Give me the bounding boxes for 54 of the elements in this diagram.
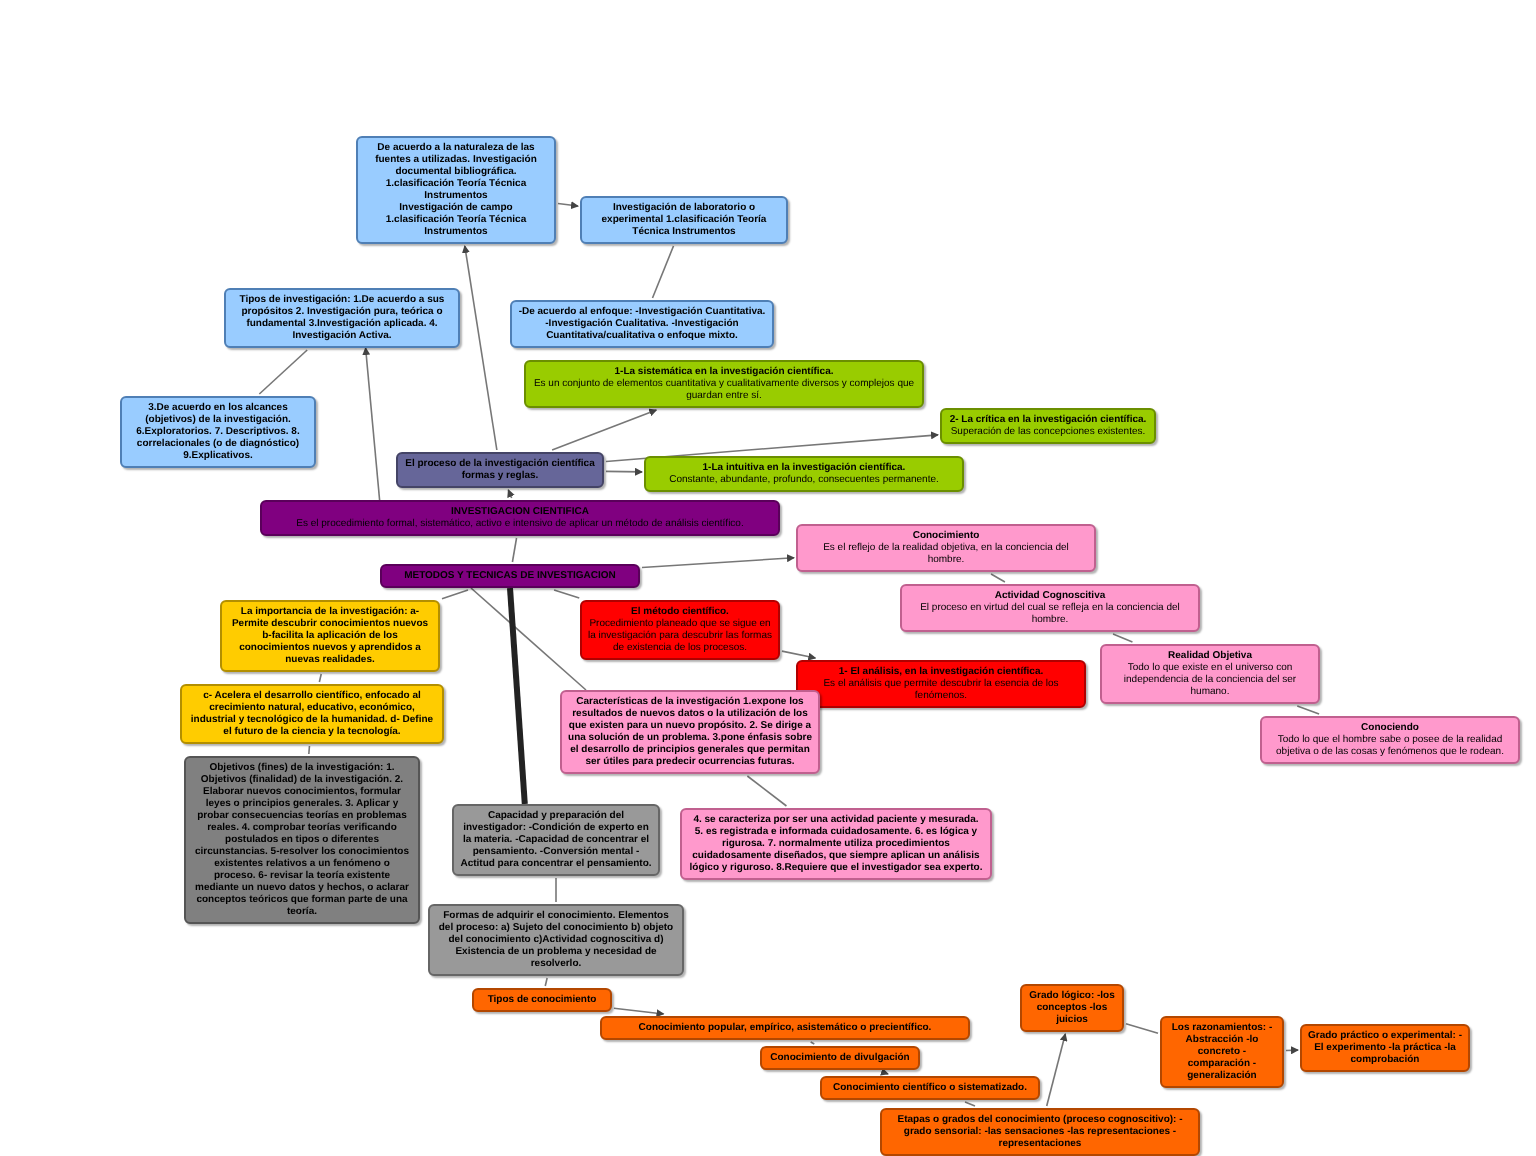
arrow	[507, 489, 515, 499]
arrow	[641, 554, 795, 569]
topic-box	[396, 452, 604, 488]
topic-box	[120, 396, 316, 468]
topic-box	[760, 1046, 920, 1070]
arrow	[557, 201, 579, 210]
topic-box	[356, 136, 556, 244]
arrow	[605, 467, 643, 476]
arrow	[362, 347, 381, 501]
topic-box	[940, 408, 1156, 444]
connector-line	[746, 775, 788, 807]
arrow	[781, 650, 817, 661]
connector-line	[1125, 1023, 1159, 1035]
topic-box	[600, 1016, 970, 1040]
topic-box	[1260, 716, 1520, 764]
arrow	[1285, 1046, 1299, 1055]
topic-box	[472, 988, 612, 1012]
topic-box	[510, 300, 774, 348]
arrow	[461, 245, 498, 451]
topic-box	[580, 196, 788, 244]
arrow	[880, 1068, 889, 1076]
arrow	[605, 431, 939, 463]
connector-line	[1112, 633, 1134, 643]
connector-line	[507, 587, 528, 805]
arrow	[613, 1007, 665, 1018]
central-topic-box	[260, 500, 780, 536]
connector-line	[470, 587, 587, 691]
topic-box	[1300, 1024, 1470, 1072]
connector-line	[553, 589, 581, 599]
topic-box	[820, 1076, 1040, 1100]
topic-box	[796, 524, 1096, 572]
topic-box	[1100, 644, 1320, 704]
topic-box	[1020, 984, 1124, 1032]
connector-line	[308, 745, 311, 755]
topic-box	[524, 360, 924, 408]
connector-line	[318, 673, 323, 683]
connector-line	[544, 977, 548, 987]
connector-line	[258, 349, 308, 395]
topic-box	[380, 564, 640, 588]
arrow	[551, 408, 658, 451]
topic-box	[644, 456, 964, 492]
connector-line	[651, 245, 675, 299]
connector-line	[964, 1101, 976, 1107]
connector-line	[511, 537, 518, 563]
topic-box	[880, 1108, 1200, 1156]
topic-box	[224, 288, 460, 348]
connector-line	[1296, 705, 1320, 715]
topic-box	[580, 600, 780, 660]
arrow	[1045, 1033, 1068, 1107]
connector-line	[441, 589, 469, 600]
connector-line	[809, 1041, 816, 1045]
connector-line	[555, 877, 557, 903]
connector-line	[990, 573, 1006, 583]
topic-box	[900, 584, 1200, 632]
